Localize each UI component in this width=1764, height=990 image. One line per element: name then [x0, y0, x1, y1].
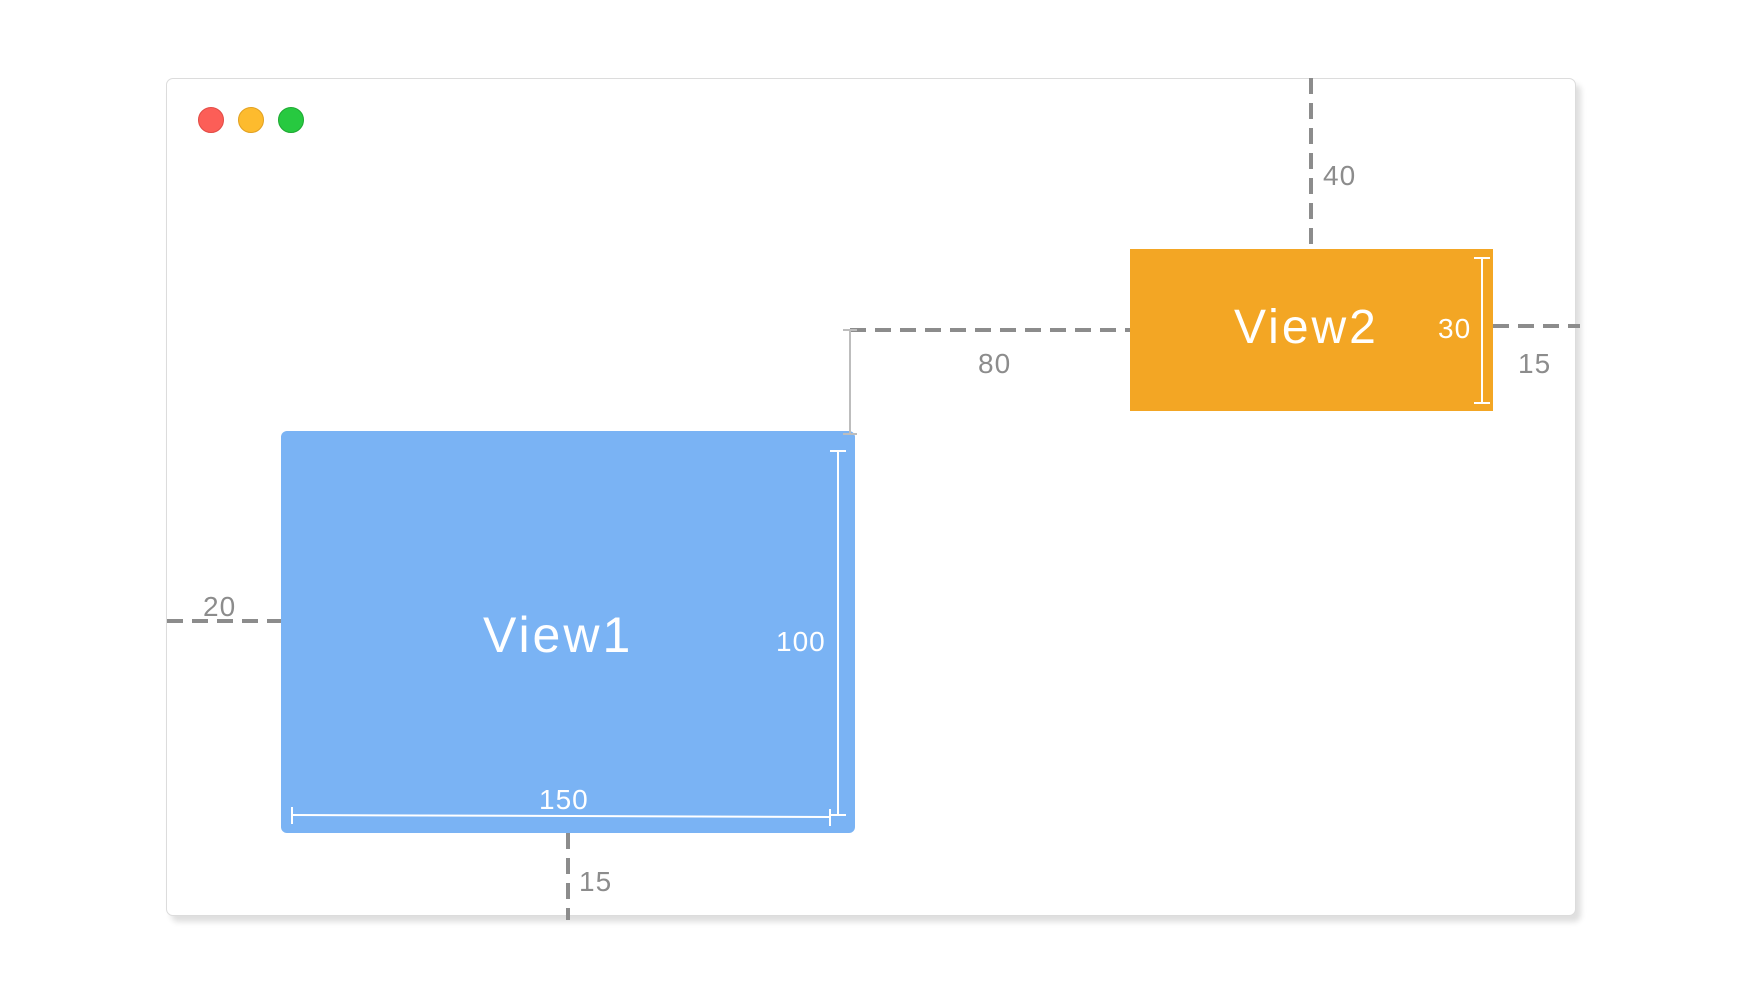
view1-left-margin-label: 20	[203, 591, 237, 622]
view2-label: View2	[1234, 301, 1379, 354]
view1-bottom-margin-label: 15	[579, 866, 613, 897]
view1-box: View1	[281, 431, 855, 833]
view2-top-margin-label: 40	[1323, 160, 1357, 191]
close-button-icon	[198, 107, 224, 133]
view2-height-label: 30	[1438, 313, 1472, 344]
view1-height-label: 100	[776, 626, 826, 657]
view1-label: View1	[483, 607, 634, 663]
zoom-button-icon	[278, 107, 304, 133]
spacing-label: 80	[978, 348, 1012, 379]
view2-right-margin-label: 15	[1518, 348, 1552, 379]
view2-box: View2	[1130, 249, 1493, 411]
view1-width-label: 150	[539, 784, 589, 815]
minimize-button-icon	[238, 107, 264, 133]
